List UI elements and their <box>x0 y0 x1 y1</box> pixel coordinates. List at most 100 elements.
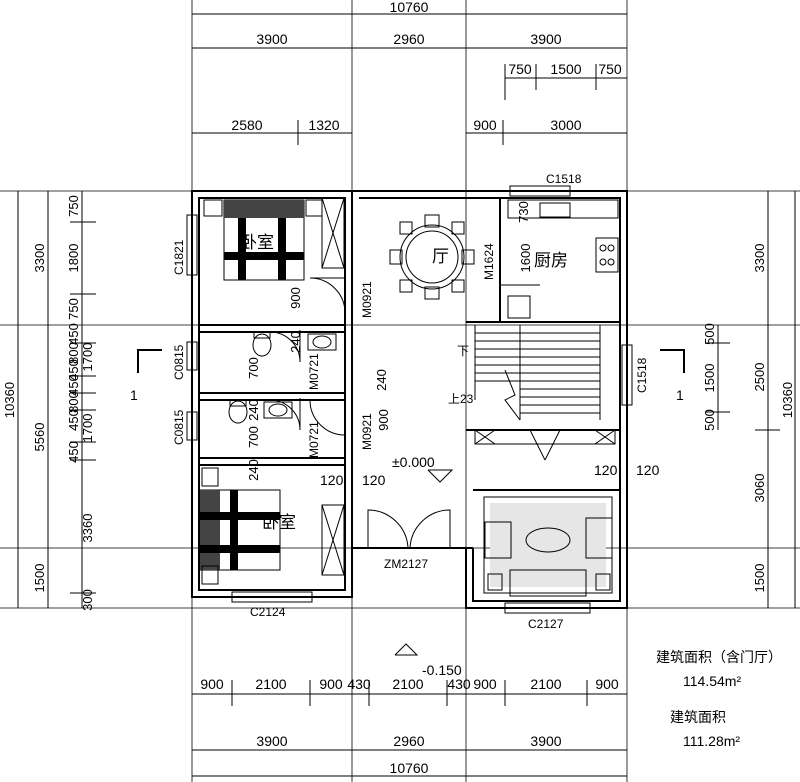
dim-left-inner: 1700 <box>80 414 95 443</box>
room-label-bedroom-top: 卧室 <box>240 233 274 252</box>
doors <box>269 277 540 549</box>
dim-interior: 700 <box>246 426 261 448</box>
dim-left-inner: 3360 <box>80 514 95 543</box>
code-m0721-b: M0721 <box>307 421 321 458</box>
dim-interior: 900 <box>376 409 391 431</box>
code-m0921-b: M0921 <box>360 413 374 450</box>
dim-bottom-row1: 430 <box>447 676 471 692</box>
right-dimensions: 3300 2500 3060 1500 10360 500 1500 500 <box>702 191 796 608</box>
dim-bottom-row1: 900 <box>595 676 619 692</box>
code-c2124: C2124 <box>250 605 286 619</box>
code-zm2127: ZM2127 <box>384 557 428 571</box>
dim-top-row3: 2580 <box>231 117 262 133</box>
bed-bottom <box>199 467 281 585</box>
section-marker-right: 1 <box>660 349 685 403</box>
stair-up-label: 上23 <box>448 392 474 406</box>
stair-down-label: 下 <box>457 344 469 358</box>
dim-bottom-row2: 2960 <box>393 733 424 749</box>
code-m0921-a: M0921 <box>360 281 374 318</box>
dim-bottom-row1: 900 <box>200 676 224 692</box>
dim-right-inner: 500 <box>702 409 717 431</box>
dim-bottom-row1: 900 <box>319 676 343 692</box>
code-c1518-right: C1518 <box>635 357 649 393</box>
windows <box>186 185 633 614</box>
dim-interior: 120 <box>636 462 660 478</box>
area-with-hall-label: 建筑面积（含门厅） <box>656 649 782 665</box>
level-markers: ±0.000 -0.150 <box>392 454 462 678</box>
room-label-bedroom-bottom: 卧室 <box>262 513 296 532</box>
dim-top-row1: 2960 <box>393 31 424 47</box>
dim-bottom-row2: 3900 <box>256 733 287 749</box>
kitchen-fixtures <box>507 199 619 319</box>
dim-top-row3: 3000 <box>550 117 581 133</box>
dining-table <box>389 214 475 300</box>
dim-left-outer: 3300 <box>32 244 47 273</box>
dim-right-outer: 1500 <box>752 564 767 593</box>
dim-bottom-row1: 2100 <box>392 676 423 692</box>
dim-interior: 730 <box>516 201 531 223</box>
area-value: 111.28m² <box>683 733 740 749</box>
area-label: 建筑面积 <box>670 709 726 725</box>
bathroom-fixtures <box>228 331 337 424</box>
dim-top-row1: 3900 <box>256 31 287 47</box>
dim-left-inner: 450 <box>66 441 81 463</box>
left-dimensions: 10360 3300 5560 1500 750 1800 750 450 80… <box>2 191 96 611</box>
dim-left-total: 10360 <box>2 382 17 418</box>
dim-interior: 240 <box>246 459 261 481</box>
dim-left-inner: 800 <box>66 342 81 364</box>
section-marker-left-label: 1 <box>130 387 138 403</box>
opening-codes: C1518 C1821 M0921 M1624 C0815 M0721 C151… <box>172 172 649 631</box>
dim-left-outer: 5560 <box>32 423 47 452</box>
code-c0815-b: C0815 <box>172 409 186 445</box>
dim-bottom-row1: 2100 <box>255 676 286 692</box>
dim-left-outer: 1500 <box>32 564 47 593</box>
area-notes: 建筑面积（含门厅） 114.54m² 建筑面积 111.28m² <box>656 649 782 749</box>
dim-top-total: 10760 <box>390 0 429 15</box>
interior-dimensions: 900 240 700 240 700 240 900 120 120 1600… <box>246 201 660 488</box>
bed-top <box>203 199 323 281</box>
level-outside: -0.150 <box>422 662 462 678</box>
area-with-hall-value: 114.54m² <box>683 673 741 689</box>
dim-left-inner: 450 <box>66 374 81 396</box>
dim-top-row2: 1500 <box>550 61 581 77</box>
code-m1624: M1624 <box>482 243 496 280</box>
dim-right-outer: 2500 <box>752 363 767 392</box>
dim-interior: 700 <box>246 357 261 379</box>
dim-interior: 120 <box>362 472 386 488</box>
dim-left-inner: 300 <box>80 589 95 611</box>
dim-left-inner: 1700 <box>80 343 95 372</box>
level-floor: ±0.000 <box>392 454 435 470</box>
dim-interior: 240 <box>374 369 389 391</box>
dim-right-total: 10360 <box>780 382 795 418</box>
code-m0721-a: M0721 <box>307 353 321 390</box>
dim-left-inner: 800 <box>66 391 81 413</box>
dim-bottom-total: 10760 <box>390 760 429 776</box>
dim-left-inner: 450 <box>66 359 81 381</box>
room-labels: 卧室 厅 厨房 卧室 <box>240 233 568 532</box>
dim-right-inner: 500 <box>702 323 717 345</box>
section-marker-left: 1 <box>130 349 162 403</box>
wardrobes <box>321 197 616 576</box>
dim-right-inner: 1500 <box>702 364 717 393</box>
dim-interior: 1600 <box>518 244 533 273</box>
dim-right-outer: 3060 <box>752 474 767 503</box>
dim-interior: 120 <box>594 462 618 478</box>
dim-top-row2: 750 <box>598 61 622 77</box>
dim-left-inner: 750 <box>66 195 81 217</box>
dim-interior: 120 <box>320 472 344 488</box>
code-c0815-a: C0815 <box>172 344 186 380</box>
dim-left-inner: 1800 <box>66 244 81 273</box>
dim-top-row3: 900 <box>473 117 497 133</box>
top-dimensions: 10760 3900 2960 3900 750 1500 750 2580 1… <box>192 0 627 145</box>
code-c2127: C2127 <box>528 617 564 631</box>
dim-bottom-row1: 430 <box>347 676 371 692</box>
dim-bottom-row1: 900 <box>473 676 497 692</box>
dim-left-inner: 450 <box>66 323 81 345</box>
dim-top-row1: 3900 <box>530 31 561 47</box>
section-marker-right-label: 1 <box>676 387 684 403</box>
stairs: 下 上23 <box>448 325 601 461</box>
bottom-dimensions: 900 2100 900 430 2100 430 900 2100 900 3… <box>192 676 627 777</box>
dim-bottom-row1: 2100 <box>530 676 561 692</box>
dim-interior: 240 <box>246 399 261 421</box>
code-c1518-top: C1518 <box>546 172 582 186</box>
